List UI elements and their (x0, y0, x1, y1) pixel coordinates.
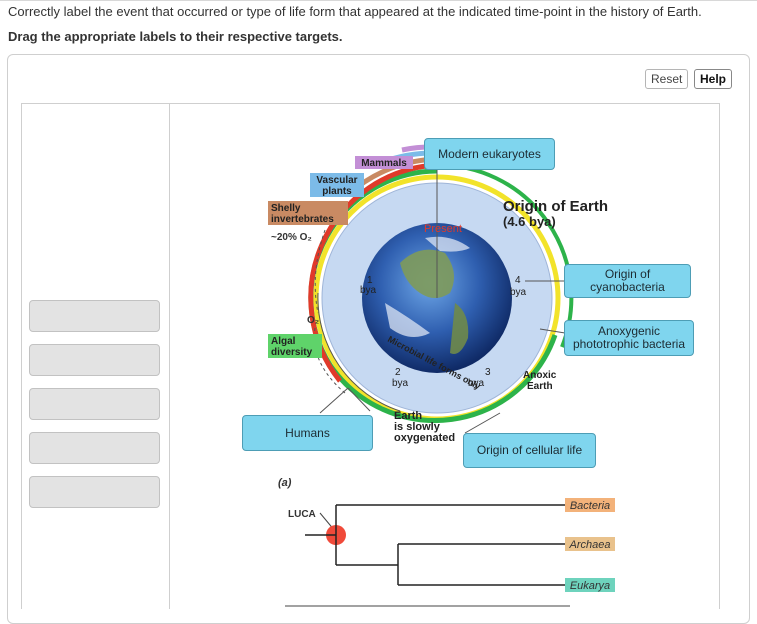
target-anoxygenic-bacteria[interactable]: Anoxygenic phototrophic bacteria (564, 320, 694, 356)
bya-2-unit: bya (392, 378, 409, 389)
oxygenated-line: is slowly (394, 421, 441, 433)
target-modern-eukaryotes[interactable]: Modern eukaryotes (424, 138, 555, 170)
help-button[interactable]: Help (694, 69, 733, 89)
o2-label: O₂ (307, 315, 319, 326)
bacteria-label-bg (565, 498, 615, 512)
vascular-plants-label-line: Vascular (316, 175, 357, 186)
origin-of-earth-title: Origin of Earth (503, 198, 608, 215)
target-origin-cellular-life[interactable]: Origin of cellular life (463, 433, 596, 468)
ring-yellow-left (313, 174, 438, 299)
archaea-label: Archaea (569, 539, 611, 551)
vascular-plants-label-line: plants (322, 186, 352, 197)
anoxic-earth-line: Earth (527, 381, 553, 392)
algal-diversity-label-line: diversity (271, 347, 313, 358)
cloud-shape (425, 236, 470, 252)
instruction-text: Correctly label the event that occurred … (8, 4, 702, 19)
bya-2-number: 2 (395, 367, 401, 378)
bya-1-unit: bya (360, 285, 377, 296)
shelly-invertebrates-label-line: Shelly (271, 203, 301, 214)
mammals-label: Mammals (361, 158, 407, 169)
label-slot[interactable] (29, 300, 160, 332)
bya-3-unit: bya (468, 378, 485, 389)
reset-button[interactable]: Reset (645, 69, 689, 89)
mammals-label-bg (355, 156, 413, 169)
anoxic-earth-line: Anoxic (523, 370, 557, 381)
eukarya-label: Eukarya (570, 580, 610, 592)
o2-20-label: ~20% O₂ (271, 232, 312, 243)
instruction-heading: Drag the appropriate labels to their res… (8, 29, 343, 44)
figure-frame (170, 103, 720, 609)
label-slot[interactable] (29, 476, 160, 508)
earth-history-figure: Mammals Vascular plants Shelly invertebr… (268, 143, 615, 607)
bya-1-number: 1 (367, 275, 373, 286)
oxygenated-line: oxygenated (394, 432, 455, 444)
luca-label: LUCA (288, 509, 316, 520)
algal-diversity-label-line: Algal (271, 336, 296, 347)
target-origin-cyanobacteria[interactable]: Origin of cyanobacteria (564, 264, 691, 298)
oxygenated-line: Earth (394, 410, 422, 422)
origin-of-earth-age: (4.6 bya) (503, 214, 556, 229)
cloud-shape (385, 303, 430, 337)
continent-shape (450, 303, 469, 354)
pointer-line (464, 412, 501, 434)
target-humans[interactable]: Humans (242, 415, 373, 451)
panel-a-label: (a) (278, 477, 292, 489)
top-divider (0, 0, 757, 1)
eukarya-label-bg (565, 578, 615, 592)
label-slot[interactable] (29, 344, 160, 376)
pointer-line (347, 387, 371, 412)
shelly-invertebrates-label-line: invertebrates (271, 214, 334, 225)
pointer-line (319, 387, 349, 414)
vascular-plants-label-bg (310, 173, 364, 197)
continent-shape (400, 249, 454, 298)
bya-4-number: 4 (515, 275, 521, 286)
pointer-line (539, 328, 566, 334)
o2-dashed-line (314, 229, 326, 314)
ring-dark (317, 292, 401, 412)
present-label: Present (424, 223, 462, 235)
archaea-label-bg (565, 537, 615, 551)
label-slot[interactable] (29, 432, 160, 464)
bacteria-label: Bacteria (570, 500, 610, 512)
shelly-invertebrates-label-bg (268, 201, 348, 225)
label-slot[interactable] (29, 388, 160, 420)
algal-diversity-label-bg (268, 334, 322, 358)
bya-4-unit: bya (510, 287, 527, 298)
bya-3-number: 3 (485, 367, 491, 378)
